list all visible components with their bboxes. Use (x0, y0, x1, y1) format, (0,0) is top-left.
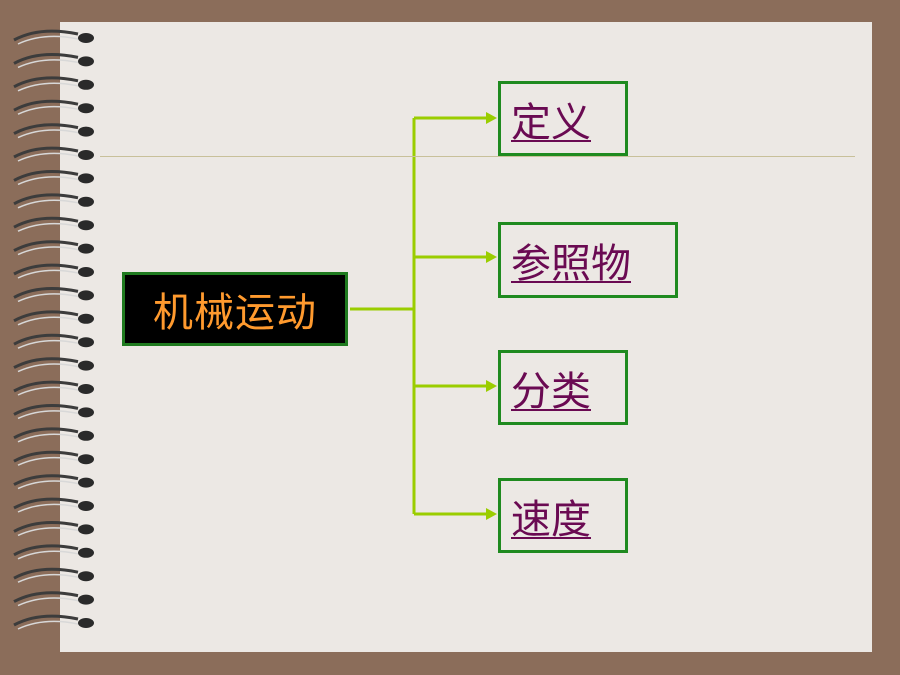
spiral-ring (13, 53, 94, 69)
ruled-line (100, 156, 855, 157)
spiral-binding (13, 29, 94, 630)
spiral-ring (13, 404, 94, 420)
spiral-ring (13, 99, 94, 115)
spiral-ring (13, 240, 94, 256)
spiral-ring (13, 357, 94, 373)
child-node-definition[interactable]: 定义 (498, 81, 628, 156)
speed-link[interactable]: 速度 (511, 496, 591, 543)
child-node-classification[interactable]: 分类 (498, 350, 628, 425)
spiral-ring (13, 146, 94, 162)
spiral-ring (13, 310, 94, 326)
spiral-ring (13, 427, 94, 443)
spiral-ring (13, 170, 94, 186)
child-node-speed[interactable]: 速度 (498, 478, 628, 553)
spiral-ring (13, 614, 94, 630)
spiral-ring (13, 216, 94, 232)
spiral-ring (13, 450, 94, 466)
spiral-ring (13, 333, 94, 349)
spiral-ring (13, 544, 94, 560)
reference-frame-link[interactable]: 参照物 (511, 241, 631, 287)
root-node: 机械运动 (122, 272, 348, 346)
arrowhead (486, 112, 497, 124)
arrowhead (486, 251, 497, 263)
spiral-ring (13, 123, 94, 139)
spiral-ring (13, 591, 94, 607)
definition-link[interactable]: 定义 (511, 99, 591, 146)
spiral-ring (13, 497, 94, 513)
spiral-ring (13, 521, 94, 537)
spiral-ring (13, 380, 94, 396)
spiral-ring (13, 263, 94, 279)
spiral-ring (13, 567, 94, 583)
paper-top-tab (60, 0, 110, 22)
connector-lines (350, 112, 497, 520)
spiral-ring (13, 76, 94, 92)
child-node-reference-frame[interactable]: 参照物 (498, 222, 678, 298)
root-label: 机械运动 (153, 290, 317, 336)
spiral-ring (13, 29, 94, 45)
spiral-ring (13, 193, 94, 209)
spiral-ring (13, 287, 94, 303)
spiral-ring (13, 474, 94, 490)
arrowhead (486, 508, 497, 520)
arrowhead (486, 380, 497, 392)
classification-link[interactable]: 分类 (511, 368, 591, 415)
